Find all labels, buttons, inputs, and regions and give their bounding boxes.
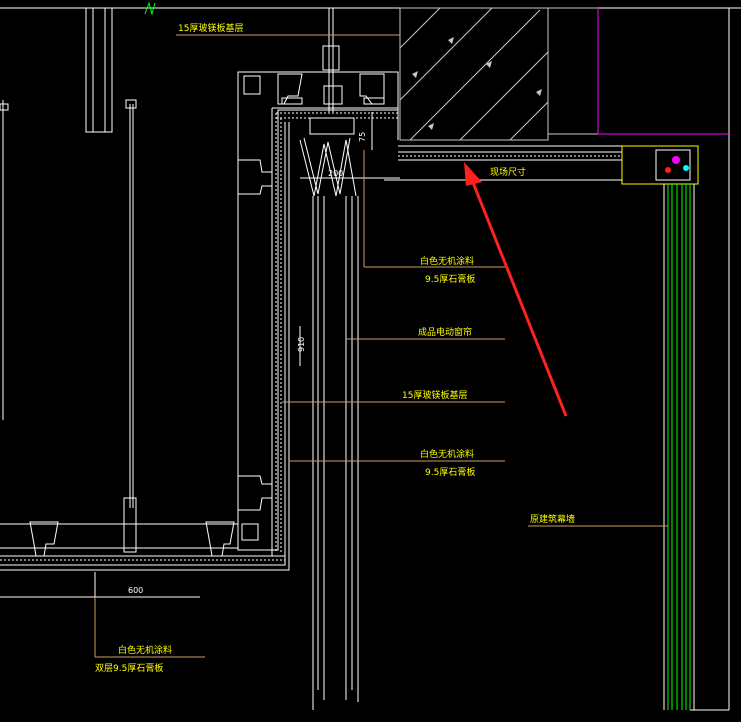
dim-200: 200 [328, 169, 343, 178]
label-gypsum-2: 9.5厚石膏板 [425, 466, 475, 478]
label-top-base-board: 15厚玻镁板基层 [178, 22, 243, 34]
side-clips [237, 159, 273, 541]
red-arrow-annotation [464, 162, 568, 417]
gypsum-inner-l [0, 122, 286, 566]
left-rod-clip-top [125, 99, 137, 109]
label-bottom-paint: 白色无机涂料 [118, 644, 172, 656]
far-left-clip [0, 103, 9, 111]
curtain-wall-mullion [621, 145, 699, 185]
board-layer-left [275, 113, 282, 552]
label-site-dim: 现场尺寸 [490, 166, 526, 178]
magenta-outline [597, 8, 729, 135]
gypsum-inner-l2 [0, 122, 290, 571]
label-curtain-wall: 原建筑幕墙 [530, 513, 575, 525]
curtain-box-outline [237, 71, 399, 551]
dim-lines [0, 112, 622, 598]
dim-600: 600 [128, 586, 143, 595]
concrete-slab [399, 7, 599, 141]
label-paint-1: 白色无机涂料 [420, 255, 474, 267]
label-gypsum-1: 9.5厚石膏板 [425, 273, 475, 285]
dim-910: 910 [297, 337, 306, 352]
label-curtain: 成品电动窗帘 [418, 326, 472, 338]
curtain-folds [299, 117, 359, 710]
label-bottom-gypsum: 双层9.5厚石膏板 [95, 662, 163, 674]
dim-75: 75 [358, 132, 367, 142]
left-hanger-block [85, 7, 113, 133]
left-rod-clip-bot [123, 497, 137, 553]
leader-lines [94, 34, 668, 658]
bottom-clips [29, 521, 235, 557]
label-paint-2: 白色无机涂料 [420, 448, 474, 460]
top-center-clip [322, 45, 340, 71]
slab-return [397, 110, 622, 161]
top-clips [243, 73, 385, 105]
label-base-board-2: 15厚玻镁板基层 [402, 389, 467, 401]
curtain-wall-glass [667, 184, 691, 710]
break-symbol [144, 1, 156, 16]
board-layer-top [276, 112, 398, 119]
